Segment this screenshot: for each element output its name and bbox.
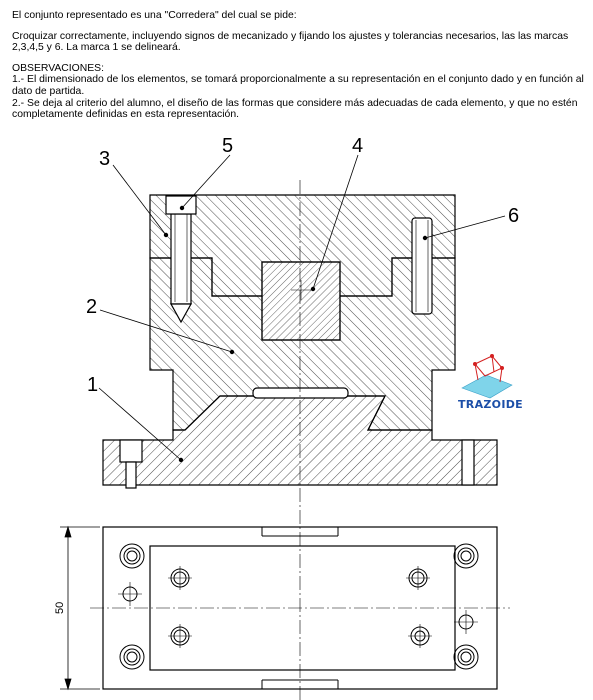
- inner-holes: [168, 566, 432, 648]
- label-part-2: 2: [86, 296, 97, 318]
- task-paragraph: Croquizar correctamente, incluyendo sign…: [12, 30, 569, 54]
- observation-2: 2.- Se deja al criterio del alumno, el d…: [12, 97, 578, 121]
- base-hole: [461, 439, 475, 486]
- dimension-label: 50: [54, 602, 66, 614]
- center-block-part-4: [261, 261, 341, 341]
- label-part-4: 4: [352, 135, 363, 157]
- statement-text: El conjunto representado es una "Correde…: [12, 10, 584, 121]
- gib-key: [252, 387, 349, 399]
- observation-1: 1.- El dimensionado de los elementos, se…: [12, 74, 584, 97]
- screw-tip: [169, 303, 193, 324]
- corner-holes: [119, 543, 479, 670]
- screw-part-3: [170, 213, 192, 305]
- label-part-3: 3: [99, 148, 110, 170]
- screw-head-part-5: [165, 195, 197, 215]
- base-screw: [119, 439, 143, 463]
- trazoide-logo-icon: [461, 354, 513, 399]
- front-section-view: [102, 194, 498, 489]
- logo-text: TRAZOIDE: [458, 398, 523, 411]
- leader-lines: [98, 154, 506, 463]
- side-holes: [118, 582, 478, 634]
- title-line: El conjunto representado es una "Correde…: [12, 10, 297, 21]
- dimension-50: [60, 525, 100, 691]
- label-part-1: 1: [87, 374, 98, 396]
- pin-part-6: [411, 217, 433, 315]
- observations-heading: OBSERVACIONES:: [12, 62, 105, 74]
- plan-view: [60, 525, 510, 691]
- label-part-5: 5: [222, 135, 233, 157]
- label-part-6: 6: [508, 205, 519, 227]
